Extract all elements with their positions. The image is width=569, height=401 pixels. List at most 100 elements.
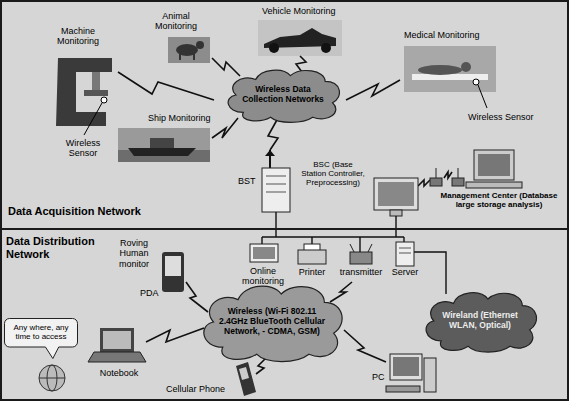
radio-unit	[430, 178, 442, 186]
machine-icon	[101, 97, 107, 103]
device-label: PC	[372, 372, 388, 382]
wireless-link	[118, 72, 214, 100]
ship-photo	[128, 148, 196, 156]
wireless-link	[212, 118, 238, 138]
network-cloud: Wireless Data Collection Networks	[221, 66, 345, 124]
ship-photo	[118, 128, 210, 162]
base-station-tower	[265, 150, 275, 156]
globe-icon	[39, 378, 65, 379]
globe-icon	[39, 365, 65, 391]
text-holder: PC	[372, 372, 388, 382]
station-label: BST	[238, 176, 262, 186]
radio-unit	[436, 168, 437, 178]
station-label: BSC (Base Station Controller, Preprocess…	[300, 160, 366, 188]
device-label: Server	[388, 267, 422, 277]
ship-photo	[118, 128, 210, 162]
wireless-link	[118, 56, 452, 374]
transmitter-icon	[368, 244, 372, 252]
wire	[311, 237, 312, 244]
pc-icon	[393, 357, 419, 376]
vehicle-photo	[258, 20, 342, 56]
text-holder: Ship Monitoring	[148, 113, 228, 123]
text-holder: Wireless Data Collection Networks	[240, 85, 327, 105]
pc-icon	[386, 354, 436, 392]
callout-text: Any where, any time to access	[9, 323, 73, 341]
application-label: Ship Monitoring	[148, 113, 228, 123]
text-holder: Vehicle Monitoring	[262, 6, 358, 16]
management-monitor	[466, 182, 522, 188]
band-heading: Data Distribution Network	[6, 235, 118, 260]
machine-icon	[56, 58, 112, 126]
management-monitor	[474, 150, 514, 180]
wireless-link	[256, 358, 266, 374]
text-holder: Animal Monitoring	[146, 11, 206, 32]
wireless-link	[212, 58, 240, 76]
controller-monitor	[390, 210, 402, 216]
band-heading: Data Acquisition Network	[8, 205, 198, 218]
sensor-label: Wireless Sensor	[468, 112, 558, 122]
animal-photo	[196, 41, 204, 49]
monitor-icon	[250, 244, 278, 262]
transmitter-icon	[350, 252, 372, 264]
text-holder: PDA	[140, 288, 162, 298]
management-monitor	[466, 150, 522, 188]
server-icon	[399, 248, 411, 249]
application-label: Vehicle Monitoring	[262, 6, 358, 16]
pda-icon	[165, 256, 181, 276]
pc-icon	[390, 354, 422, 380]
application-label: Animal Monitoring	[146, 11, 206, 32]
notebook-icon	[88, 352, 146, 362]
network-band: Data Distribution NetworkWireless (Wi-Fi…	[0, 228, 569, 401]
controller-monitor	[374, 178, 418, 210]
text-holder: Data Acquisition Network	[8, 205, 198, 218]
machine-icon	[84, 90, 108, 96]
callout-outline	[5, 319, 78, 359]
medical-photo	[473, 79, 479, 85]
base-station-tower	[266, 184, 286, 185]
center-label: Management Center (Database large storag…	[432, 191, 566, 209]
wireless-link	[344, 330, 386, 362]
text-holder: Medical Monitoring	[404, 30, 514, 40]
controller-monitor	[378, 182, 414, 206]
medical-photo	[404, 46, 496, 92]
wire	[359, 237, 360, 252]
text-holder: Management Center (Database large storag…	[432, 191, 566, 209]
leader-line	[478, 85, 487, 108]
monitor-icon	[253, 247, 275, 259]
leader-line	[84, 103, 102, 135]
text-holder: Server	[388, 267, 422, 277]
cloud-outline	[204, 286, 342, 361]
globe-icon	[39, 365, 65, 391]
radio-unit	[452, 178, 464, 186]
notebook-icon	[100, 328, 134, 352]
device-label: Notebook	[94, 368, 144, 378]
base-station-tower	[266, 192, 286, 193]
pda-icon	[162, 252, 184, 292]
medical-photo	[418, 65, 462, 75]
notebook-icon	[88, 328, 146, 362]
wireless-link	[346, 80, 400, 100]
cloud-text: Wireless Data Collection Networks	[240, 85, 327, 105]
text-holder: Machine Monitoring	[46, 26, 110, 47]
wireless-link	[444, 172, 452, 178]
application-label: Machine Monitoring	[46, 26, 110, 47]
device-label: Online monitoring	[236, 266, 290, 287]
text-holder: Printer	[292, 267, 332, 277]
base-station-tower	[262, 150, 290, 212]
text-holder: Wireless Sensor	[468, 112, 558, 122]
text-holder: transmitter	[336, 267, 386, 277]
animal-photo	[179, 54, 181, 60]
server-icon	[396, 242, 414, 266]
wire	[403, 237, 404, 242]
phone-icon	[239, 367, 249, 380]
device-label: Cellular Phone	[166, 384, 232, 394]
cloud-text: Wireland (Ethernet WLAN, Optical)	[437, 311, 523, 331]
server-icon	[396, 242, 414, 266]
text-holder: BSC (Base Station Controller, Preprocess…	[300, 160, 366, 188]
text-holder: Data Distribution Network	[6, 235, 118, 260]
wireless-link	[186, 282, 208, 312]
wireless-link	[330, 282, 352, 302]
text-holder: Wireless (Wi-Fi 802.11 2.4GHz BlueTooth …	[218, 307, 326, 336]
cloud-outline	[426, 293, 536, 352]
